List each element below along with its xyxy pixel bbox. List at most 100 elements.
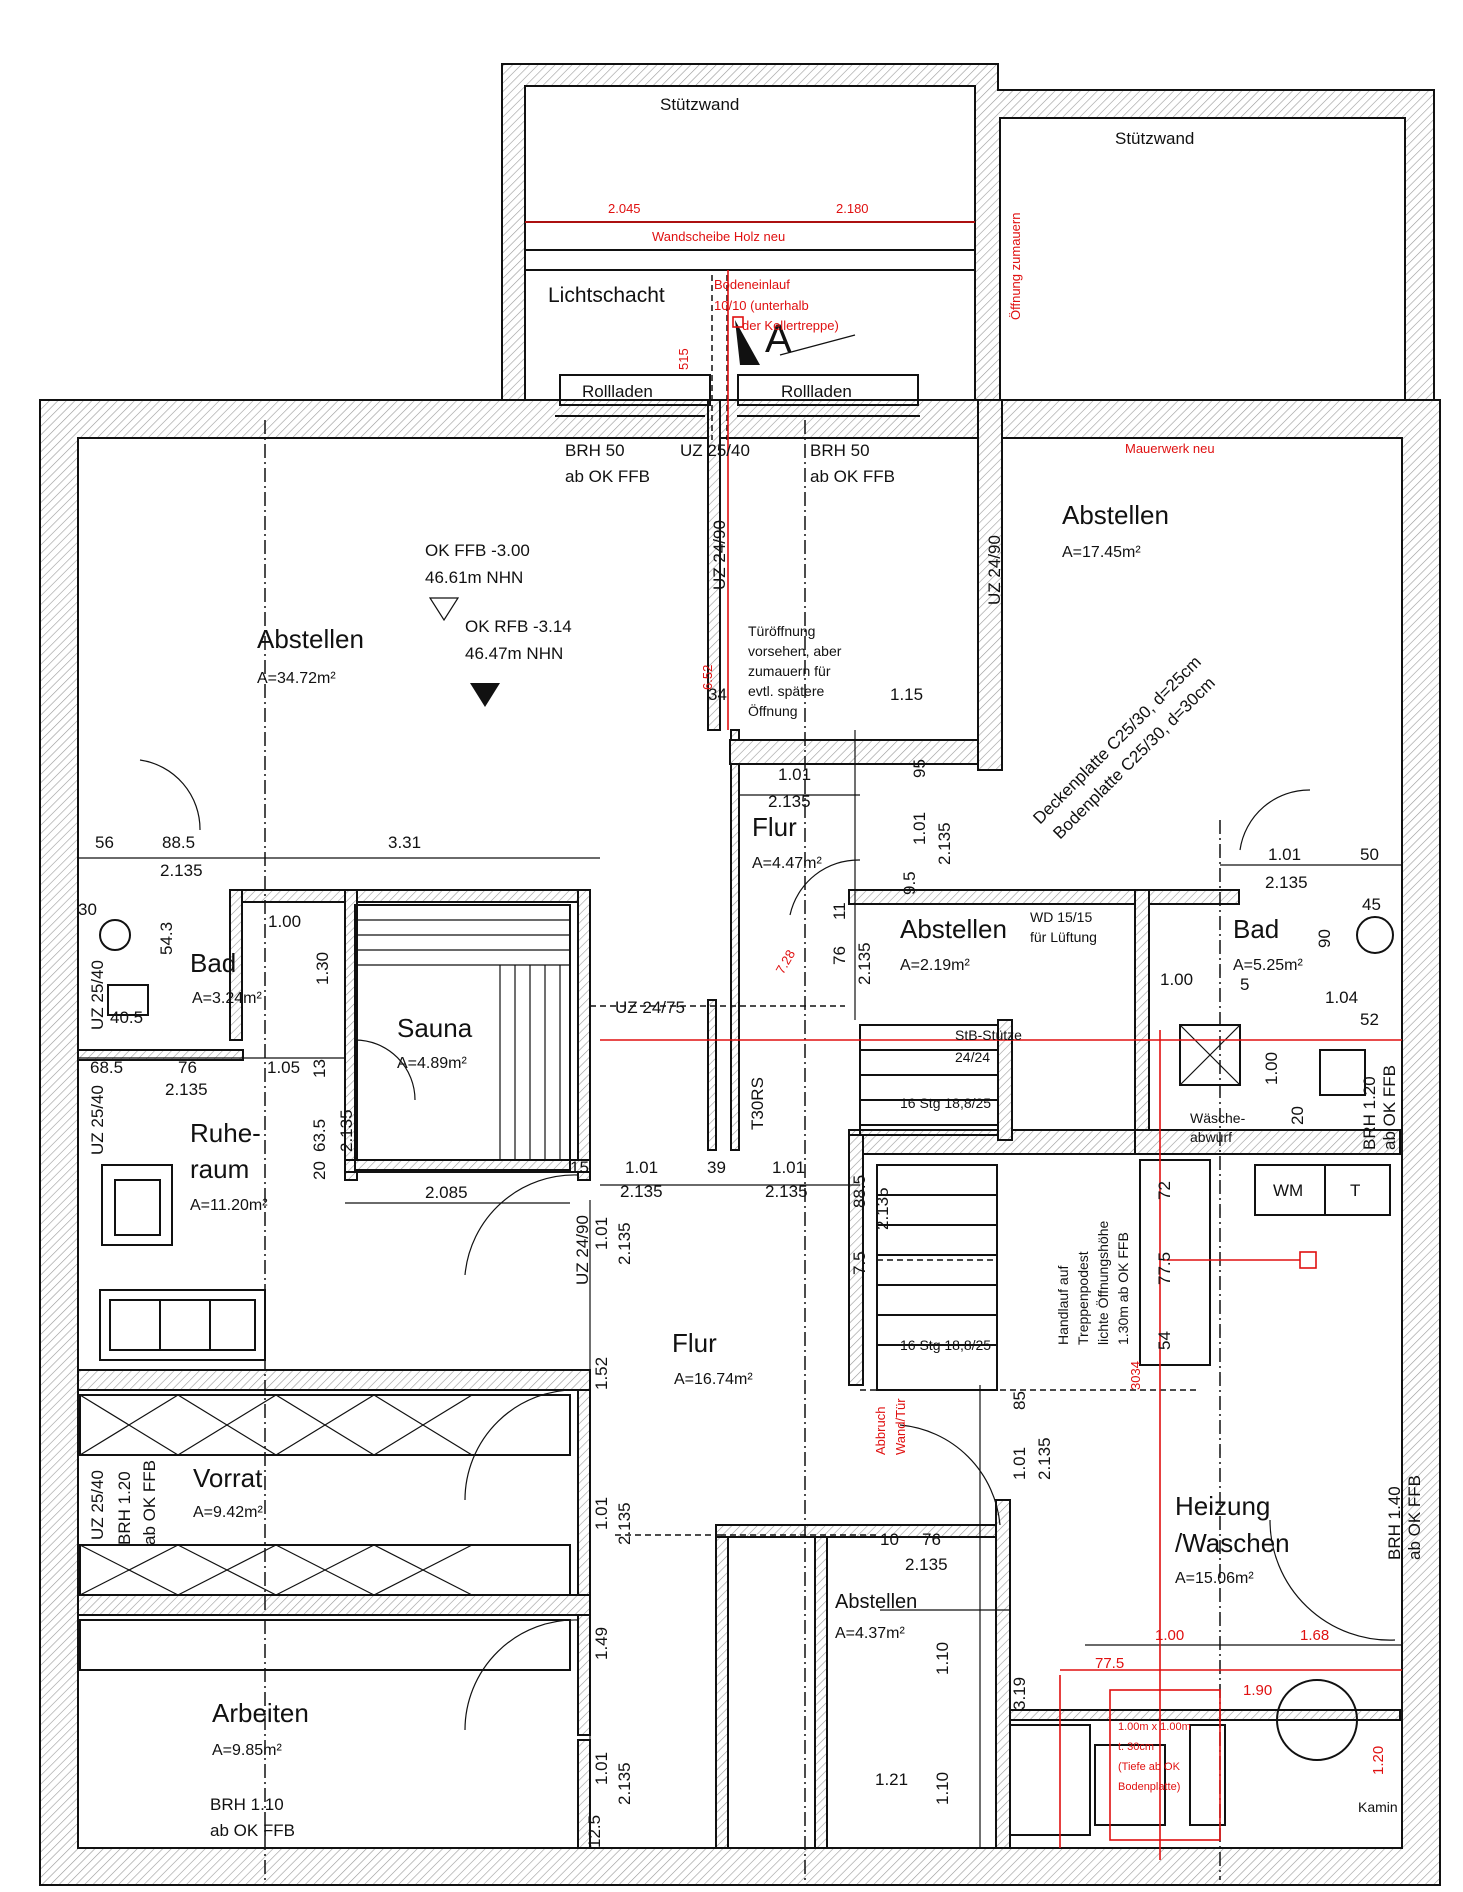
red-note: Wandscheibe Holz neu	[652, 229, 785, 244]
dim-label: 13	[310, 1059, 329, 1078]
dim-label: 1.01	[592, 1217, 611, 1250]
dim-label: 20	[1288, 1106, 1307, 1125]
dim-label: 2.135	[768, 792, 811, 811]
lintel-label: UZ 25/40	[88, 1470, 107, 1540]
dim-label: 1.01	[778, 765, 811, 784]
dim-label: 40.5	[110, 1008, 143, 1027]
room-name: Ruhe-	[190, 1118, 261, 1148]
door-note: evtl. spätere	[748, 683, 824, 699]
dim-label: 20	[310, 1161, 329, 1180]
vent-label: WD 15/15	[1030, 909, 1092, 925]
room-area: A=34.72m²	[257, 670, 336, 687]
dim-label: 56	[95, 833, 114, 852]
dim-label: 30	[78, 900, 97, 919]
dim-label: 1.20	[1370, 1746, 1387, 1775]
dim-label: 2.135	[615, 1222, 634, 1265]
stair-note: lichte Öffnungshöhe	[1094, 1221, 1111, 1345]
floor-level-label: 46.61m NHN	[425, 568, 523, 587]
dim-label: 2.135	[165, 1080, 208, 1099]
dim-label: 77.5	[1155, 1252, 1174, 1285]
room-area: A=11.20m²	[190, 1197, 268, 1214]
door-note: zumauern für	[748, 663, 831, 679]
dim-label: 39	[707, 1158, 726, 1177]
door-note: Türöffnung	[748, 623, 815, 639]
sill-height-label: BRH 50	[565, 441, 625, 460]
lintel-label: UZ 25/40	[88, 1085, 107, 1155]
dim-label: 63.5	[310, 1119, 329, 1152]
dim-label: 95	[910, 759, 929, 778]
room-name: Abstellen	[900, 914, 1007, 944]
sill-height-label: ab OK FFB	[565, 467, 650, 486]
dim-label: 34	[708, 685, 727, 704]
red-note: 10/10 (unterhalb	[714, 298, 809, 313]
room-name: Heizung	[1175, 1491, 1270, 1521]
dim-label: 54	[1155, 1331, 1174, 1350]
dim-label: 1.52	[592, 1357, 611, 1390]
red-note: 1.00m x 1.00m	[1118, 1721, 1191, 1733]
laundry-chute-label: Wäsche-	[1190, 1110, 1246, 1126]
stair-note: 1.30m ab OK FFB	[1115, 1232, 1131, 1345]
dim-label: 2.135	[905, 1555, 948, 1574]
room-name: Abstellen	[257, 624, 364, 654]
room-area: A=5.25m²	[1233, 957, 1303, 974]
sill-height-label: BRH 1.20	[115, 1471, 134, 1545]
dim-label: 2.135	[615, 1502, 634, 1545]
dim-label: 1.49	[592, 1627, 611, 1660]
room-area: A=15.06m²	[1175, 1570, 1254, 1587]
dim-label: 1.30	[313, 952, 332, 985]
retaining-wall-label: Stützwand	[1115, 129, 1194, 148]
dim-label: 10	[880, 1530, 899, 1549]
dim-label: 1.21	[875, 1770, 908, 1789]
sauna-benches	[354, 904, 571, 1171]
red-labels: 2.045 2.180 Wandscheibe Holz neu Bodenei…	[608, 201, 1215, 1793]
dim-label: 2.085	[425, 1183, 468, 1202]
red-note: der Kellertreppe)	[742, 318, 839, 333]
dim-label: 1.04	[1325, 988, 1358, 1007]
dim-label: 2.135	[855, 942, 874, 985]
dim-label: 85	[1010, 1391, 1029, 1410]
red-note: Bodenplatte)	[1118, 1781, 1180, 1793]
dim-label: 45	[1362, 895, 1381, 914]
vent-label: für Lüftung	[1030, 929, 1097, 945]
column-label: 24/24	[955, 1049, 990, 1065]
dim-label: 1.00	[268, 912, 301, 931]
stair-label: 16 Stg 18,8/25	[900, 1095, 991, 1111]
sill-height-label: BRH 1.20	[1360, 1076, 1379, 1150]
lintel-label: UZ 24/75	[615, 998, 685, 1017]
dim-label: 88.5	[162, 833, 195, 852]
light-shaft-label: Lichtschacht	[548, 284, 665, 307]
dim-label: 9.5	[900, 871, 919, 895]
dim-label: 1.00	[1155, 1627, 1184, 1644]
door-note: vorsehen, aber	[748, 643, 842, 659]
dim-label: 1.01	[1268, 845, 1301, 864]
dim-label: 7.5	[850, 1251, 869, 1275]
red-annotations	[525, 221, 1402, 1860]
dim-label: 1.00	[1262, 1052, 1281, 1085]
room-area: A=4.89m²	[397, 1055, 467, 1072]
dim-label: 15	[570, 1158, 589, 1177]
red-note: Wand/Tür	[893, 1398, 908, 1455]
dim-label: 2.135	[160, 861, 203, 880]
dim-label: 88.5	[850, 1175, 869, 1208]
room-name: Abstellen	[835, 1591, 917, 1613]
floor-level-label: 46.47m NHN	[465, 644, 563, 663]
chimney-label: Kamin	[1358, 1799, 1398, 1815]
slab-note: Bodenplatte C25/30, d=30cm	[1049, 673, 1218, 842]
dim-label: 77.5	[1095, 1655, 1124, 1672]
laundry-chute-label: abwurf	[1190, 1129, 1232, 1145]
room-name: Flur	[752, 812, 797, 842]
dim-label: 1.01	[592, 1497, 611, 1530]
red-dim: 515	[676, 348, 691, 370]
dim-label: 2.135	[935, 822, 954, 865]
furniture	[79, 916, 1394, 1836]
floor-level-label: OK FFB -3.00	[425, 541, 530, 560]
washer-label: WM	[1273, 1181, 1303, 1200]
dim-label: 1.00	[1160, 970, 1193, 989]
red-dim: 3034	[1128, 1361, 1143, 1390]
room-name: Sauna	[397, 1013, 473, 1043]
interior-walls	[77, 399, 1401, 1849]
retaining-wall-label: Stützwand	[660, 95, 739, 114]
door-note: Öffnung	[748, 702, 798, 719]
red-note: Abbruch	[873, 1407, 888, 1455]
dim-label: 72	[1155, 1181, 1174, 1200]
